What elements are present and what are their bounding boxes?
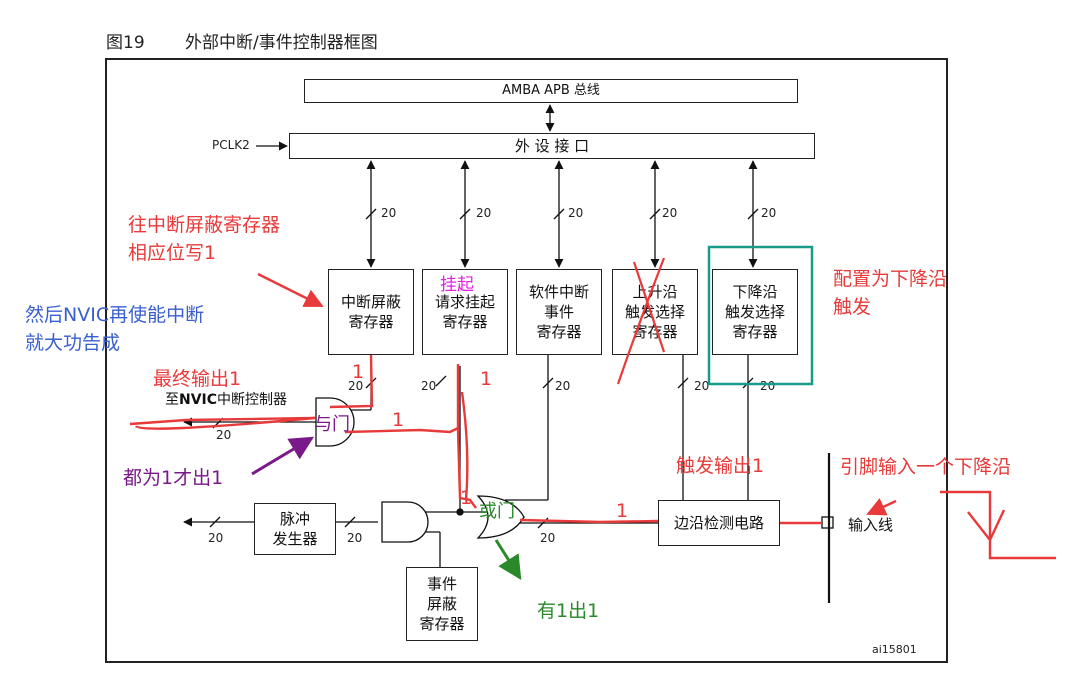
annotation-one: 1 bbox=[616, 500, 629, 522]
and-gate-lower bbox=[381, 501, 429, 543]
annotation-one: 1 bbox=[392, 409, 405, 431]
annotation-any-one: 有1出1 bbox=[537, 600, 600, 622]
annotation-pending: 挂起 bbox=[440, 275, 474, 295]
input-line-label: 输入线 bbox=[848, 516, 894, 534]
peripheral-interface-bar: 外 设 接 口 bbox=[289, 133, 815, 159]
to-nvic-label: 至NVIC中断控制器 bbox=[165, 392, 288, 408]
falling-highlight bbox=[707, 245, 814, 386]
annotation-or-gate: 或门 bbox=[479, 501, 515, 522]
annotation-one: 1 bbox=[480, 368, 493, 390]
bus-width-label: 20 bbox=[761, 206, 777, 220]
annotation-write-mask: 往中断屏蔽寄存器 相应位写1 bbox=[128, 214, 281, 264]
bus-width-label: 20 bbox=[216, 428, 232, 442]
falling-trigger-register: 下降沿 触发选择 寄存器 bbox=[712, 269, 798, 355]
bus-width-label: 20 bbox=[568, 206, 584, 220]
and-gate bbox=[315, 397, 355, 447]
bus-width-label: 20 bbox=[476, 206, 492, 220]
bus-width-label: 20 bbox=[694, 379, 710, 393]
rising-cross bbox=[616, 257, 666, 385]
bus-width-label: 20 bbox=[421, 379, 437, 393]
bus-width-label: 20 bbox=[381, 206, 397, 220]
figure-number: 图19 bbox=[106, 33, 145, 53]
pulse-generator: 脉冲 发生器 bbox=[254, 503, 336, 555]
bus-width-label: 20 bbox=[540, 531, 556, 545]
bus-width-label: 20 bbox=[760, 379, 776, 393]
bus-width-label: 20 bbox=[347, 531, 363, 545]
annotation-final-output: 最终输出1 bbox=[153, 368, 242, 390]
pclk2-label: PCLK2 bbox=[212, 138, 250, 152]
interrupt-mask-register: 中断屏蔽 寄存器 bbox=[328, 269, 414, 355]
bus-width-label: 20 bbox=[208, 531, 224, 545]
annotation-and-gate: 与门 bbox=[314, 414, 350, 435]
figure-title: 外部中断/事件控制器框图 bbox=[185, 33, 378, 53]
or-gate bbox=[476, 495, 525, 539]
amba-apb-bus: AMBA APB 总线 bbox=[304, 79, 798, 103]
bus-width-label: 20 bbox=[555, 379, 571, 393]
annotation-pin-input: 引脚输入一个下降沿 bbox=[840, 456, 1012, 478]
annotation-one: 1 bbox=[460, 487, 473, 509]
annotation-both-one: 都为1才出1 bbox=[123, 467, 224, 489]
edge-detect-circuit: 边沿检测电路 bbox=[658, 500, 780, 546]
figure-id: ai15801 bbox=[872, 643, 917, 656]
annotation-config-falling: 配置为下降沿 触发 bbox=[833, 268, 948, 318]
purple-arrow bbox=[251, 436, 315, 476]
event-mask-register: 事件 屏蔽 寄存器 bbox=[406, 567, 478, 641]
annotation-one: 1 bbox=[352, 361, 365, 383]
bus-width-label: 20 bbox=[348, 379, 364, 393]
annotation-nvic-enable: 然后NVIC再使能中断 就大功告成 bbox=[25, 304, 205, 354]
green-arrow bbox=[494, 539, 522, 581]
bus-width-label: 20 bbox=[662, 206, 678, 220]
rising-trigger-register: 上升沿 触发选择 寄存器 bbox=[612, 269, 698, 355]
software-event-register: 软件中断 事件 寄存器 bbox=[516, 269, 602, 355]
annotation-trigger-output: 触发输出1 bbox=[676, 455, 765, 477]
pending-request-register: 请求挂起 寄存器 bbox=[422, 269, 508, 355]
diagram-frame bbox=[105, 58, 948, 663]
